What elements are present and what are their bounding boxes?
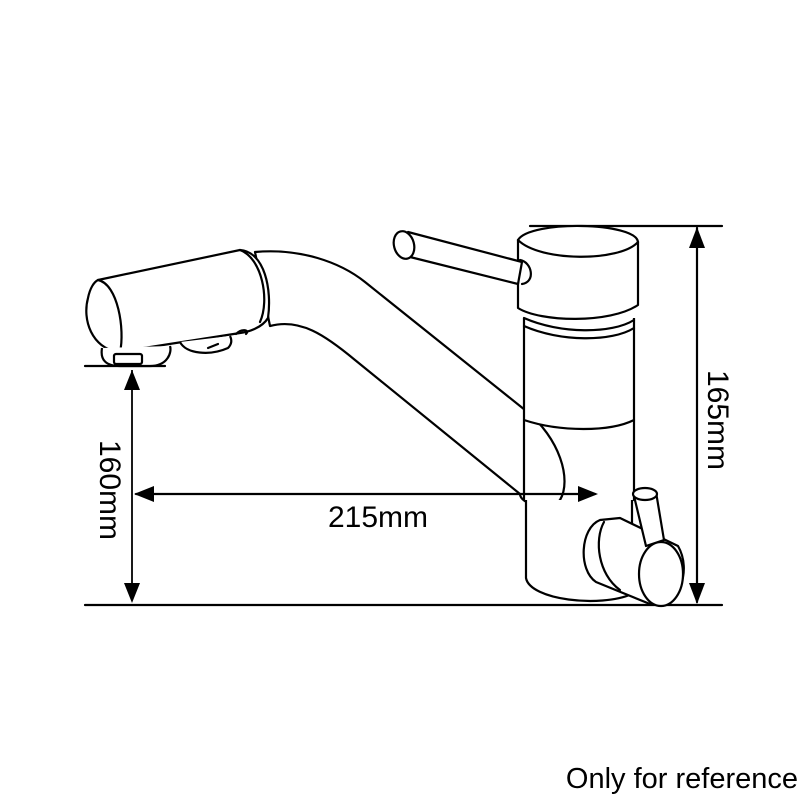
reference-note: Only for reference [565, 763, 798, 795]
spout-arm [253, 250, 566, 508]
side-valve [582, 486, 685, 608]
spray-head [85, 248, 271, 368]
dimension-height-spout [124, 370, 140, 603]
label-total-height: 165mm [701, 370, 734, 470]
top-handle-lever [392, 230, 532, 286]
faucet-body [516, 224, 640, 603]
label-spout-height: 160mm [93, 440, 126, 540]
dimension-total-height [689, 226, 705, 604]
dimension-reach [134, 486, 598, 502]
label-reach: 215mm [328, 501, 428, 534]
